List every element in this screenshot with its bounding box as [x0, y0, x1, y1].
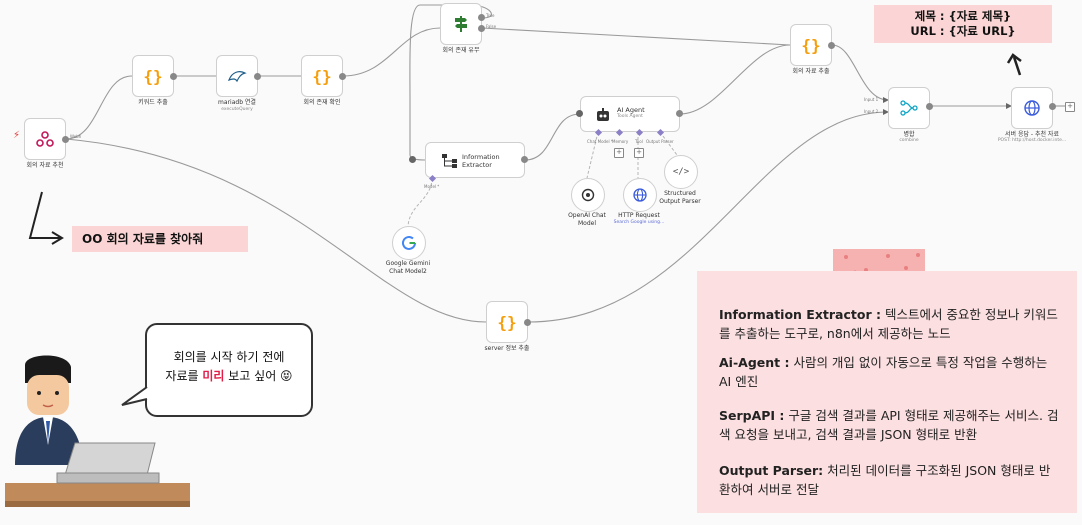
exists-true-tag: True [486, 13, 495, 18]
braces-icon: {} [801, 35, 821, 55]
add-tool-icon[interactable]: + [634, 148, 644, 158]
braces-icon: {} [497, 312, 517, 332]
agent-node[interactable]: AI Agent Tools Agent [580, 96, 680, 132]
code-icon: </> [672, 167, 690, 177]
check-node[interactable]: {} [301, 55, 343, 97]
gemini-node[interactable] [392, 226, 426, 260]
http-sub: Search Google using... [613, 220, 665, 225]
merge-node[interactable] [888, 87, 930, 129]
merge-label: 병합 [903, 131, 915, 138]
response-node[interactable] [1011, 87, 1053, 129]
http-node[interactable] [623, 178, 657, 212]
merge-input1-tag: Input 1 [864, 97, 879, 102]
trigger-output-tag: Webh [70, 134, 82, 139]
agent-model-tag: Chat Model * [587, 139, 613, 144]
trigger-output-port[interactable] [62, 136, 69, 143]
braces-icon: {} [312, 66, 332, 86]
globe-icon [633, 188, 647, 202]
merge-input2-tag: Input 2 [864, 109, 879, 114]
material-node[interactable]: {} [790, 24, 832, 66]
response-output-port[interactable] [1049, 103, 1056, 110]
robot-icon [597, 108, 609, 121]
info-panel: Information Extractor : 텍스트에서 중요한 정보나 키워… [697, 271, 1077, 513]
info-serpapi: SerpAPI : 구글 검색 결과를 API 형태로 제공해주는 서비스. 검… [719, 408, 1059, 443]
material-output-port[interactable] [828, 42, 835, 49]
exists-false-port[interactable] [478, 25, 485, 32]
lightning-icon: ⚡ [13, 130, 21, 141]
businessman-illustration [5, 355, 190, 507]
add-node-icon[interactable]: + [1065, 102, 1075, 112]
trigger-label: 회의 자료 추천 [26, 162, 64, 169]
keyword-output-port[interactable] [170, 73, 177, 80]
merge-output-port[interactable] [926, 103, 933, 110]
agent-input-port[interactable] [576, 110, 583, 117]
result-annotation: 제목 : {자료 제목} URL : {자료 URL} [874, 5, 1052, 43]
info-parser: Output Parser: 처리된 데이터를 구조화된 JSON 형태로 반환… [719, 463, 1051, 498]
agent-memory-tag: Memory [612, 139, 629, 144]
extractor-label-1: Information [462, 153, 500, 161]
material-label: 회의 자료 추출 [792, 68, 830, 75]
response-sub: POST: http://host.docker.inte... [997, 138, 1067, 143]
extractor-node[interactable]: Information Extractor [425, 142, 525, 178]
info-agent: Ai-Agent : 사람의 개입 없이 자동으로 특정 작업을 수행하는 AI… [719, 355, 1048, 390]
trigger-node[interactable] [24, 118, 66, 160]
exists-false-tag: False [486, 24, 497, 29]
mariadb-sub: executeQuery [221, 107, 253, 112]
signpost-icon [455, 16, 467, 32]
exists-label: 회의 존재 유무 [442, 47, 480, 54]
server-info-node[interactable]: {} [486, 301, 528, 343]
agent-label: AI Agent [617, 106, 645, 114]
mariadb-seal-icon [227, 71, 247, 83]
check-label: 회의 존재 확인 [303, 99, 341, 106]
info-extractor: Information Extractor : 텍스트에서 중요한 정보나 키워… [719, 307, 1058, 342]
hierarchy-icon [442, 154, 457, 168]
parser-node[interactable]: </> [664, 155, 698, 189]
check-output-port[interactable] [339, 73, 346, 80]
mariadb-output-port[interactable] [254, 73, 261, 80]
response-label: 서버 응답 - 추천 자료 [1005, 131, 1059, 138]
webhook-icon [36, 131, 54, 147]
braces-icon: {} [143, 66, 163, 86]
agent-parser-tag: Output Parser [646, 139, 674, 144]
google-icon [402, 235, 416, 250]
speech-bubble: 회의를 시작 하기 전에 자료를 미리 보고 싶어 😝 [145, 323, 313, 417]
exists-node[interactable] [440, 3, 482, 45]
globe-icon [1024, 100, 1040, 116]
http-label: HTTP Request [618, 212, 660, 219]
openai-node[interactable] [571, 178, 605, 212]
bubble-tail [121, 386, 148, 406]
extractor-output-port[interactable] [521, 156, 528, 163]
openai-icon [581, 188, 595, 202]
agent-output-port[interactable] [676, 110, 683, 117]
mariadb-node[interactable] [216, 55, 258, 97]
keyword-label: 키워드 추출 [138, 99, 168, 106]
request-annotation: OO 회의 자료를 찾아줘 [72, 226, 248, 252]
mariadb-label: mariadb 연결 [218, 99, 256, 106]
merge-sub: combine [899, 138, 919, 143]
extractor-input-port[interactable] [409, 156, 416, 163]
add-memory-icon[interactable]: + [614, 148, 624, 158]
extractor-model-tag: Model * [424, 184, 440, 189]
server-info-label: server 정보 추출 [484, 345, 530, 352]
keyword-node[interactable]: {} [132, 55, 174, 97]
exists-true-port[interactable] [478, 14, 485, 21]
merge-icon [900, 100, 918, 116]
agent-tool-tag: Tool [635, 139, 643, 144]
agent-sub: Tools Agent [617, 114, 643, 119]
extractor-label-2: Extractor [462, 161, 492, 170]
server-info-output-port[interactable] [524, 319, 531, 326]
